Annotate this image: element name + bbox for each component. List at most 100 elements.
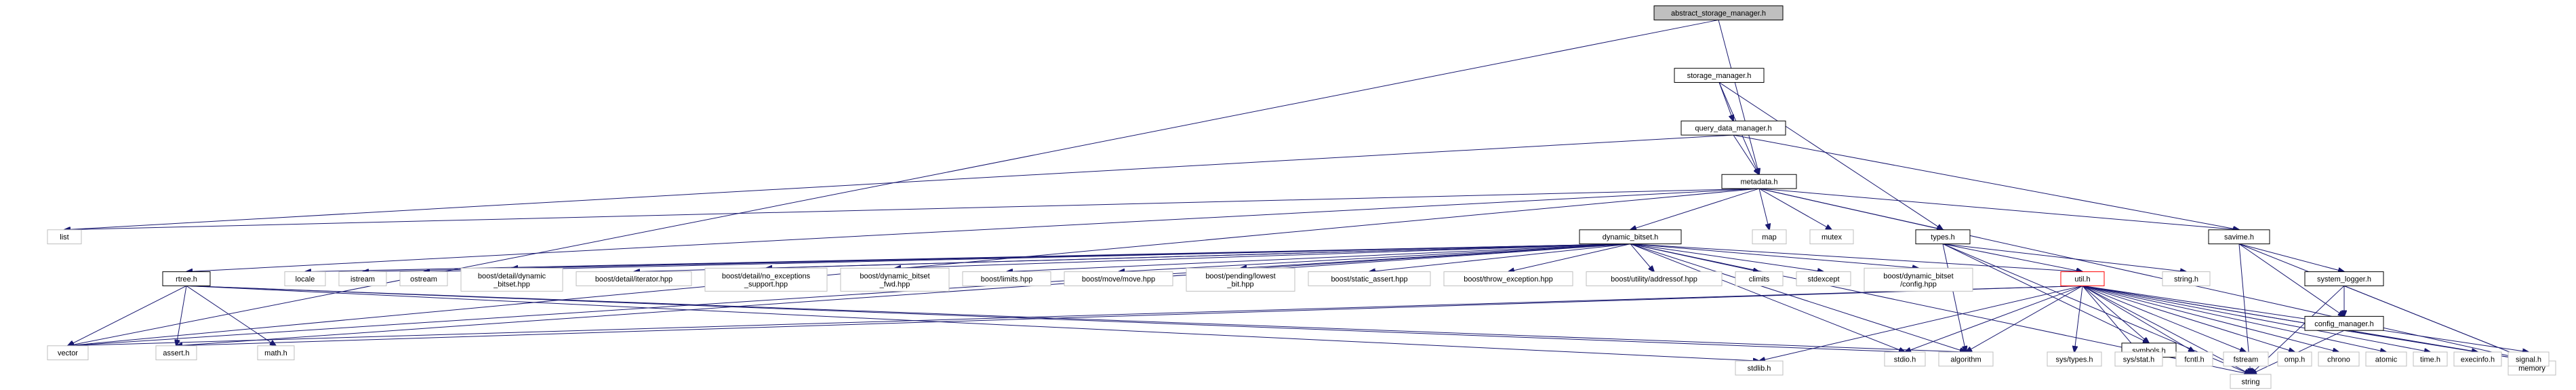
- node-config-manager[interactable]: config_manager.h: [2304, 315, 2384, 331]
- node-box: [2413, 351, 2448, 367]
- node-box: [962, 271, 1051, 286]
- edge-metadata-to-memory: [1758, 188, 2532, 361]
- node-b-sassert: boost/static_assert.hpp: [1308, 271, 1431, 286]
- node-label: boost/move/move.hpp: [1082, 275, 1155, 284]
- node-box: [2277, 351, 2312, 367]
- edge-dynamic_bitset-to-b_throw: [1508, 243, 1631, 272]
- node-mutex: mutex: [1809, 229, 1854, 245]
- node-label: istream: [350, 275, 375, 284]
- node-stdio: stdio.h: [1884, 351, 1926, 367]
- node-b-lowest: boost/pending/lowest_bit.hpp: [1186, 267, 1295, 292]
- node-stdexcept: stdexcept: [1796, 271, 1851, 286]
- node-box: [1735, 271, 1784, 286]
- node-box: [1653, 5, 1784, 20]
- node-label: ostream: [410, 275, 437, 284]
- node-label: query_data_manager.h: [1695, 125, 1771, 133]
- node-climits: climits: [1735, 271, 1784, 286]
- node-label: climits: [1749, 275, 1770, 284]
- node-label: execinfo.h: [2461, 355, 2495, 364]
- node-box: [1752, 229, 1787, 245]
- node-storage-manager[interactable]: storage_manager.h: [1674, 68, 1765, 83]
- node-box: [1681, 120, 1786, 136]
- node-label: types.h: [1931, 233, 1954, 241]
- node-label: vector: [58, 349, 78, 357]
- node-label: /config.hpp: [1900, 280, 1937, 288]
- node-label: boost/utility/addressof.hpp: [1611, 275, 1697, 284]
- edge-dynamic_bitset-to-b_limits: [1007, 243, 1631, 272]
- node-box: [2060, 271, 2105, 286]
- node-b-fwd: boost/dynamic_bitset_fwd.hpp: [840, 267, 950, 292]
- node-label: boost/throw_exception.hpp: [1464, 275, 1552, 284]
- node-metadata[interactable]: metadata.h: [1721, 174, 1797, 189]
- node-label: boost/detail/no_exceptions: [722, 272, 811, 280]
- node-label: _fwd.hpp: [879, 280, 910, 288]
- edge-query_data_manager-to-savime: [1733, 134, 2239, 230]
- node-abstract-storage-manager[interactable]: abstract_storage_manager.h: [1653, 5, 1784, 20]
- edge-metadata-to-list: [64, 188, 1760, 230]
- node-box: [2162, 271, 2211, 286]
- node-box: [399, 271, 448, 286]
- node-util[interactable]: util.h: [2060, 271, 2105, 286]
- node-box: [284, 271, 326, 286]
- node-box: [576, 271, 692, 286]
- node-label: stdexcept: [1807, 275, 1839, 284]
- node-label: metadata.h: [1740, 178, 1777, 187]
- edge-dynamic_bitset-to-stdio: [1630, 243, 1905, 352]
- node-box: [2114, 351, 2163, 367]
- edge-util-to-fstream: [2082, 285, 2246, 352]
- edge-rtree-to-stdlib: [186, 285, 1759, 361]
- node-label: boost/dynamic_bitset: [1883, 272, 1953, 280]
- edge-query_data_manager-to-metadata: [1733, 134, 1759, 174]
- node-label: stdlib.h: [1748, 365, 1771, 373]
- edge-storage_manager-to-types: [1718, 82, 1943, 230]
- node-box: [1864, 267, 1973, 292]
- node-label: boost/static_assert.hpp: [1331, 275, 1407, 284]
- node-system-logger[interactable]: system_logger.h: [2304, 271, 2384, 286]
- edge-util-to-string: [2082, 285, 2251, 374]
- node-label: util.h: [2074, 275, 2090, 284]
- node-label: sys/stat.h: [2123, 355, 2154, 364]
- node-label: math.h: [264, 349, 287, 357]
- edge-util-to-stdio: [1905, 285, 2083, 352]
- node-label: time.h: [2420, 355, 2440, 364]
- node-box: [2508, 351, 2550, 367]
- node-atomic: atomic: [2365, 351, 2407, 367]
- edge-types-to-string_h: [1942, 243, 2186, 272]
- edge-rtree-to-algorithm: [186, 285, 1966, 352]
- edge-dynamic_bitset-to-b_dyn: [512, 243, 1631, 269]
- node-b-dyn: boost/detail/dynamic_bitset.hpp: [460, 267, 563, 292]
- edge-dynamic_bitset-to-b_sassert: [1369, 243, 1631, 272]
- node-assert: assert.h: [155, 345, 197, 361]
- edge-util-to-assert: [176, 285, 2083, 345]
- node-box: [1186, 267, 1295, 292]
- node-algorithm: algorithm: [1938, 351, 1994, 367]
- node-label: chrono: [2327, 355, 2350, 364]
- node-time: time.h: [2413, 351, 2448, 367]
- edge-types-to-symbols: [1942, 243, 2149, 343]
- node-label: boost/detail/iterator.hpp: [595, 275, 672, 284]
- node-query-data-manager[interactable]: query_data_manager.h: [1681, 120, 1786, 136]
- node-types[interactable]: types.h: [1915, 229, 1971, 245]
- edge-util-to-fcntl: [2082, 285, 2194, 352]
- edge-metadata-to-vector: [68, 188, 1760, 346]
- node-box: [1674, 68, 1765, 83]
- edge-util-to-omp: [2082, 285, 2295, 352]
- node-label: boost/detail/dynamic: [478, 272, 546, 280]
- node-box: [338, 271, 387, 286]
- node-box: [704, 267, 828, 292]
- edge-dynamic_bitset-to-assert: [176, 243, 1631, 346]
- edge-util-to-sys_stat: [2082, 286, 2139, 352]
- edge-dynamic_bitset-to-b_noexc: [766, 243, 1631, 269]
- node-label: map: [1762, 233, 1776, 241]
- node-label: list: [60, 233, 68, 241]
- node-box: [155, 345, 197, 361]
- node-b-move: boost/move/move.hpp: [1064, 271, 1173, 286]
- node-sys-types: sys/types.h: [2047, 351, 2102, 367]
- edge-types-to-util: [1942, 243, 2082, 272]
- edge-dynamic_bitset-to-algorithm: [1630, 243, 1966, 352]
- node-savime[interactable]: savime.h: [2208, 229, 2270, 245]
- node-b-noexc: boost/detail/no_exceptions_support.hpp: [704, 267, 828, 292]
- node-rtree[interactable]: rtree.h: [162, 271, 211, 286]
- node-dynamic-bitset[interactable]: dynamic_bitset.h: [1579, 229, 1682, 245]
- node-label: abstract_storage_manager.h: [1671, 9, 1766, 18]
